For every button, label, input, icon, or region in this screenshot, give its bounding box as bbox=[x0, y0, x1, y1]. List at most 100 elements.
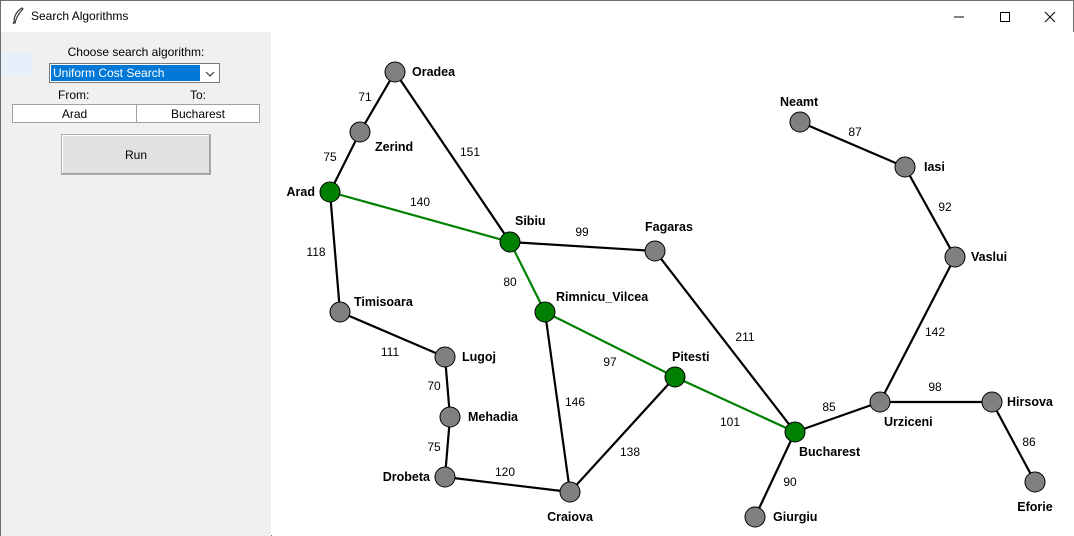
node-hirsova[interactable] bbox=[981, 391, 1003, 413]
edge-rimnicu_vilcea-craiova bbox=[543, 311, 572, 493]
edge-weight-pitesti-bucharest: 101 bbox=[720, 415, 740, 429]
edge-fagaras-bucharest bbox=[654, 250, 796, 433]
edge-weight-urziceni-vaslui: 142 bbox=[925, 325, 945, 339]
edge-weight-oradea-sibiu: 151 bbox=[460, 145, 480, 159]
node-label-timisoara: Timisoara bbox=[354, 295, 414, 309]
edge-weight-rimnicu_vilcea-pitesti: 97 bbox=[603, 355, 617, 369]
edge-arad-timisoara bbox=[328, 191, 342, 313]
minimize-icon bbox=[954, 16, 964, 17]
node-label-urziceni: Urziceni bbox=[884, 415, 933, 429]
edge-rimnicu_vilcea-pitesti bbox=[544, 311, 676, 378]
node-label-hirsova: Hirsova bbox=[1007, 395, 1054, 409]
node-drobeta[interactable] bbox=[434, 466, 456, 488]
node-zerind[interactable] bbox=[349, 121, 371, 143]
edge-vaslui-iasi bbox=[904, 166, 956, 258]
edge-weight-vaslui-iasi: 92 bbox=[938, 200, 952, 214]
node-giurgiu[interactable] bbox=[744, 506, 766, 528]
close-icon bbox=[1044, 11, 1056, 22]
edge-weight-bucharest-giurgiu: 90 bbox=[783, 475, 797, 489]
node-label-bucharest: Bucharest bbox=[799, 445, 861, 459]
edge-weight-rimnicu_vilcea-craiova: 146 bbox=[565, 395, 585, 409]
node-arad[interactable] bbox=[319, 181, 341, 203]
title-bar[interactable]: Search Algorithms bbox=[1, 1, 1073, 32]
edge-weight-bucharest-urziceni: 85 bbox=[822, 400, 836, 414]
edge-craiova-pitesti bbox=[569, 376, 676, 493]
algorithm-select[interactable]: Uniform Cost Search bbox=[49, 63, 220, 83]
maximize-button[interactable] bbox=[982, 1, 1028, 32]
edge-weight-urziceni-hirsova: 98 bbox=[928, 380, 942, 394]
edge-sibiu-fagaras bbox=[509, 240, 656, 253]
node-label-oradea: Oradea bbox=[412, 65, 456, 79]
node-iasi[interactable] bbox=[894, 156, 916, 178]
minimize-button[interactable] bbox=[936, 1, 982, 32]
edge-weight-zerind-arad: 75 bbox=[323, 150, 337, 164]
edge-iasi-neamt bbox=[799, 120, 906, 169]
edge-pitesti-bucharest bbox=[674, 376, 796, 433]
close-button[interactable] bbox=[1027, 1, 1073, 32]
edge-timisoara-lugoj bbox=[339, 310, 446, 359]
node-label-vaslui: Vaslui bbox=[971, 250, 1007, 264]
node-label-mehadia: Mehadia bbox=[468, 410, 519, 424]
node-fagaras[interactable] bbox=[644, 240, 666, 262]
edge-drobeta-craiova bbox=[444, 475, 571, 494]
node-label-craiova: Craiova bbox=[547, 510, 594, 524]
window-title: Search Algorithms bbox=[31, 9, 129, 23]
node-vaslui[interactable] bbox=[944, 246, 966, 268]
node-pitesti[interactable] bbox=[664, 366, 686, 388]
to-label: To: bbox=[190, 88, 207, 102]
edge-weight-fagaras-bucharest: 211 bbox=[735, 330, 754, 344]
node-timisoara[interactable] bbox=[329, 301, 351, 323]
node-label-arad: Arad bbox=[287, 185, 315, 199]
run-button[interactable]: Run bbox=[61, 134, 211, 175]
chevron-down-icon bbox=[205, 71, 215, 77]
edge-urziceni-vaslui bbox=[879, 256, 956, 403]
node-label-iasi: Iasi bbox=[924, 160, 945, 174]
node-urziceni[interactable] bbox=[869, 391, 891, 413]
node-bucharest[interactable] bbox=[784, 421, 806, 443]
edge-oradea-zerind bbox=[359, 71, 396, 133]
node-oradea[interactable] bbox=[384, 61, 406, 83]
node-neamt[interactable] bbox=[789, 111, 811, 133]
node-label-eforie: Eforie bbox=[1017, 500, 1052, 514]
node-eforie[interactable] bbox=[1024, 471, 1046, 493]
edge-bucharest-urziceni bbox=[794, 400, 881, 434]
node-label-sibiu: Sibiu bbox=[515, 214, 546, 228]
node-label-rimnicu_vilcea: Rimnicu_Vilcea bbox=[556, 290, 649, 304]
edge-bucharest-giurgiu bbox=[754, 431, 796, 518]
node-label-giurgiu: Giurgiu bbox=[773, 510, 817, 524]
focus-highlight bbox=[1, 52, 33, 74]
edge-sibiu-rimnicu_vilcea bbox=[509, 241, 546, 313]
edge-arad-sibiu bbox=[329, 190, 511, 244]
algorithm-select-value: Uniform Cost Search bbox=[51, 65, 200, 81]
node-label-neamt: Neamt bbox=[780, 95, 819, 109]
maximize-icon bbox=[1000, 11, 1010, 22]
node-label-fagaras: Fagaras bbox=[645, 220, 693, 234]
edge-weight-lugoj-mehadia: 70 bbox=[427, 379, 441, 393]
node-label-pitesti: Pitesti bbox=[672, 350, 710, 364]
choose-algorithm-label: Choose search algorithm: bbox=[67, 45, 205, 59]
node-label-lugoj: Lugoj bbox=[462, 350, 496, 364]
edge-weight-arad-sibiu: 140 bbox=[410, 195, 430, 209]
edge-weight-craiova-pitesti: 138 bbox=[620, 445, 640, 459]
edge-weight-hirsova-eforie: 86 bbox=[1022, 435, 1036, 449]
edge-weight-sibiu-rimnicu_vilcea: 80 bbox=[503, 275, 517, 289]
node-craiova[interactable] bbox=[559, 481, 581, 503]
node-label-zerind: Zerind bbox=[375, 140, 413, 154]
control-panel: Choose search algorithm: Uniform Cost Se… bbox=[1, 32, 271, 536]
feather-icon bbox=[12, 7, 24, 25]
node-rimnicu_vilcea[interactable] bbox=[534, 301, 556, 323]
node-lugoj[interactable] bbox=[434, 346, 456, 368]
edge-zerind-arad bbox=[329, 131, 361, 193]
to-input[interactable] bbox=[136, 104, 260, 123]
edge-weight-drobeta-craiova: 120 bbox=[495, 465, 515, 479]
edge-weight-sibiu-fagaras: 99 bbox=[575, 225, 589, 239]
edge-hirsova-eforie bbox=[991, 401, 1036, 483]
node-label-drobeta: Drobeta bbox=[383, 470, 431, 484]
from-input[interactable] bbox=[12, 104, 137, 123]
node-sibiu[interactable] bbox=[499, 231, 521, 253]
node-mehadia[interactable] bbox=[439, 406, 461, 428]
edge-weight-iasi-neamt: 87 bbox=[848, 125, 862, 139]
